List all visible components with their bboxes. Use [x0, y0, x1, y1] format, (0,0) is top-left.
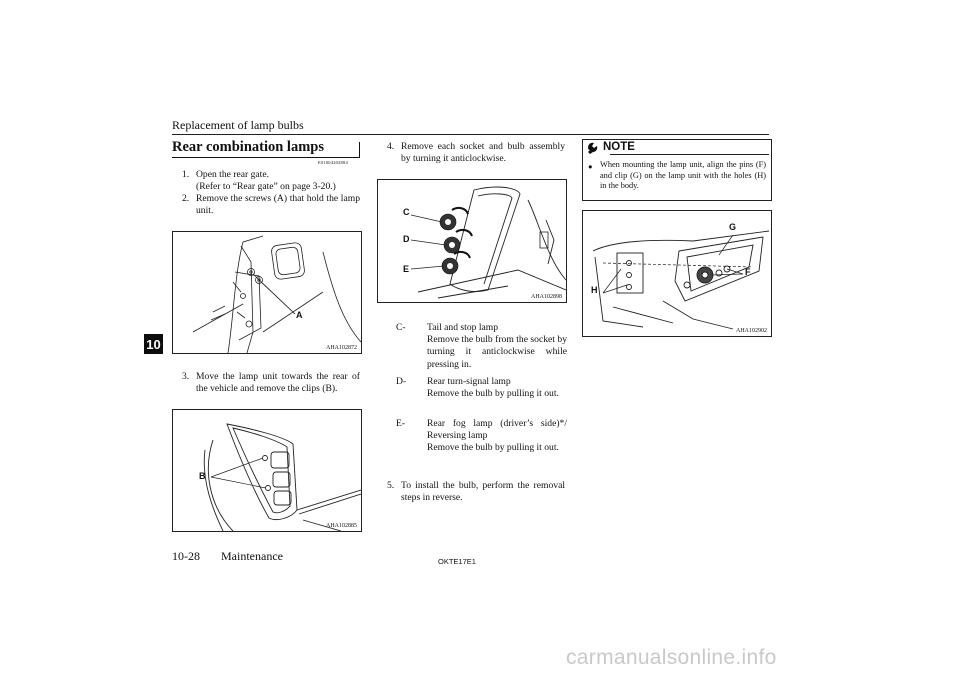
socket-assemblies-illustration	[410, 186, 566, 299]
figure-code: AHA102902	[736, 328, 767, 334]
step-4: 4. Remove each socket and bulb assembly …	[387, 141, 565, 165]
figure-label-h: H	[591, 285, 598, 295]
step-5: 5. To install the bulb, perform the remo…	[387, 480, 565, 504]
step-number: 5.	[387, 480, 395, 491]
figure-label-c: C	[403, 207, 410, 217]
item-d: D- Rear turn-signal lamp Remove the bulb…	[396, 376, 567, 400]
step-3: 3. Move the lamp unit towards the rear o…	[182, 371, 360, 395]
item-title: Tail and stop lamp	[427, 322, 499, 333]
step-text: Move the lamp unit towards the rear of t…	[196, 371, 360, 395]
chapter-tab: 10	[144, 334, 163, 354]
note-bullet: ●	[588, 162, 593, 171]
section-rule-tick	[359, 142, 360, 158]
note-label: NOTE	[603, 141, 635, 153]
item-letter: D-	[396, 376, 407, 387]
figure-code: AHA102885	[326, 523, 357, 529]
step-text: Remove each socket and bulb assembly by …	[401, 141, 565, 165]
step-text: Remove the screws (A) that hold the lamp…	[196, 193, 360, 217]
watermark: carmanualsonline.info	[566, 646, 777, 669]
figure-label-e: E	[403, 264, 410, 274]
lamp-screws-illustration	[192, 235, 361, 353]
footer-section: Maintenance	[221, 549, 283, 563]
figure-lamp-screws: A AHA102872	[172, 231, 362, 354]
header-rule	[172, 134, 769, 135]
step-number: 3.	[182, 371, 190, 382]
figure-label-f: F	[745, 267, 751, 277]
step-2: 2. Remove the screws (A) that hold the l…	[182, 193, 360, 217]
figure-socket-assemblies: C D E AHA102898	[377, 179, 567, 303]
item-title: Rear turn-signal lamp	[427, 376, 511, 387]
section-code: E01004202884	[318, 160, 348, 165]
running-header: Replacement of lamp bulbs	[172, 118, 304, 132]
note-text: When mounting the lamp unit, align the p…	[600, 160, 766, 191]
note-header-rule	[610, 141, 769, 155]
note-box	[582, 139, 772, 201]
footer-page-number: 10-28	[172, 549, 200, 563]
item-c: C- Tail and stop lamp Remove the bulb fr…	[396, 322, 567, 371]
figure-label-b: B	[199, 471, 206, 481]
step-text: To install the bulb, perform the removal…	[401, 480, 565, 504]
step-1: 1. Open the rear gate. (Refer to “Rear ga…	[182, 169, 362, 193]
figure-code: AHA102898	[531, 294, 562, 300]
figure-label-d: D	[403, 234, 410, 244]
footer-code: OKTE17E1	[438, 557, 476, 566]
figure-code: AHA102872	[326, 345, 357, 351]
item-title: Rear fog lamp (driver’s side)*/ Reversin…	[427, 418, 567, 442]
step-number: 2.	[182, 193, 190, 204]
item-e: E- Rear fog lamp (driver’s side)*/ Rever…	[396, 418, 567, 455]
item-text: Remove the bulb by pulling it out.	[427, 442, 559, 454]
section-rule	[172, 157, 360, 158]
figure-label-g: G	[729, 222, 737, 232]
item-letter: C-	[396, 322, 406, 333]
wrench-note-icon	[588, 142, 598, 154]
item-letter: E-	[396, 418, 406, 429]
step-number: 1.	[182, 169, 190, 180]
lamp-clips-illustration	[203, 423, 361, 531]
lamp-mounting-illustration	[592, 230, 770, 330]
item-text: Remove the bulb from the socket by turni…	[427, 334, 567, 370]
figure-lamp-clips: B AHA102885	[172, 409, 362, 532]
section-title: Rear combination lamps	[172, 139, 324, 155]
step-text: Open the rear gate.	[196, 169, 269, 180]
step-reference: (Refer to “Rear gate” on page 3-20.)	[196, 181, 336, 193]
item-text: Remove the bulb by pulling it out.	[427, 388, 559, 400]
step-number: 4.	[387, 141, 395, 152]
figure-lamp-mounting: G F H AHA102902	[582, 210, 772, 337]
figure-label-a: A	[296, 310, 303, 320]
